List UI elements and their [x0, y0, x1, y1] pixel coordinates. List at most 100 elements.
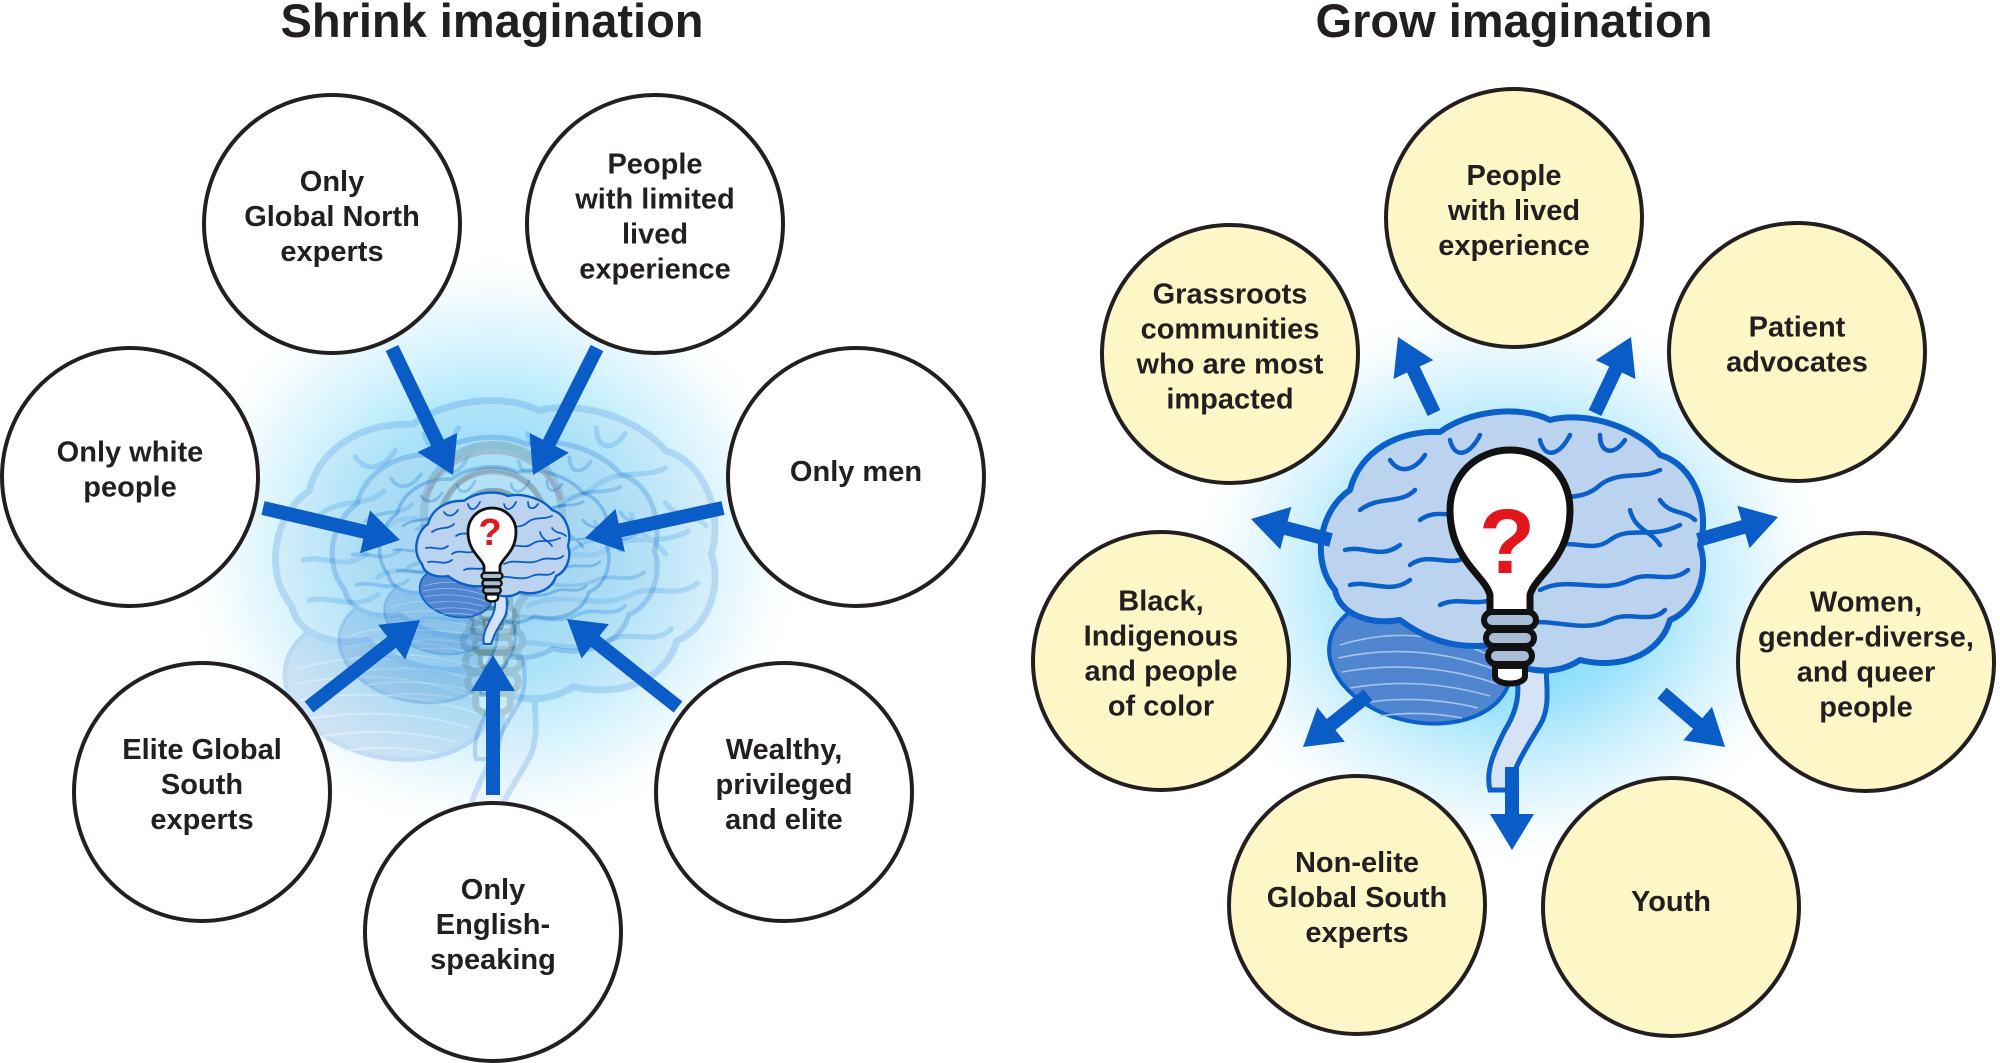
bubble-label-line: gender-diverse,	[1758, 622, 1974, 654]
bubble-circle	[1541, 776, 1801, 1038]
arrow-shaft	[616, 501, 725, 538]
arrow-icon	[567, 619, 683, 713]
bubble-label-line: experience	[1438, 230, 1590, 262]
arrow-head	[585, 508, 625, 552]
bubble-label-line: South	[161, 769, 243, 801]
grow-title: Grow imagination	[1316, 0, 1713, 47]
arrow-icon	[585, 501, 725, 552]
arrow-head	[471, 655, 515, 691]
bubble-label-line: and queer	[1797, 657, 1936, 689]
bubble-label-line: Patient	[1749, 312, 1846, 344]
arrow-shaft	[304, 635, 398, 713]
bubble-circle	[72, 661, 332, 923]
bubble-label-line: Elite Global	[122, 734, 282, 766]
bubble-label-line: Non-elite	[1295, 847, 1419, 879]
arrow-shaft	[1657, 687, 1704, 731]
bubble-label-line: experts	[1305, 917, 1408, 949]
shrink-title: Shrink imagination	[280, 0, 703, 47]
bubble-label-line: Women,	[1810, 587, 1922, 619]
arrow-shaft	[542, 344, 604, 448]
arrow-head	[378, 620, 420, 660]
arrow-shaft	[261, 501, 369, 540]
bubble-circle	[1384, 87, 1644, 349]
arrow-shaft	[1588, 364, 1623, 416]
brain-lightbulb-icon: ?	[413, 491, 571, 646]
bubble-label-line: Only white	[57, 437, 204, 469]
bubble-label-line: People	[607, 149, 702, 181]
bubble-label-line: with lived	[1447, 195, 1580, 227]
grow-bubble: Youth	[1541, 776, 1801, 1038]
arrow-head	[1303, 707, 1345, 747]
bubble-label-line: Only	[300, 166, 364, 198]
arrow-icon	[1657, 687, 1725, 747]
arrow-shaft	[1282, 520, 1333, 547]
shrink-bubble: Only men	[726, 346, 986, 608]
arrow-icon	[1393, 337, 1441, 416]
arrow-icon	[261, 501, 400, 554]
arrow-shaft	[589, 634, 683, 713]
bubble-circle	[1736, 531, 1996, 793]
brain-lightbulb-icon: ?	[1317, 411, 1703, 790]
arrow-head	[1595, 337, 1636, 379]
bubble-label-line: people	[83, 472, 176, 504]
arrow-icon	[1696, 505, 1778, 549]
arrow-icon	[1490, 767, 1534, 850]
arrow-icon	[1251, 506, 1333, 550]
bubble-circle	[726, 346, 986, 608]
arrow-icon	[471, 655, 515, 795]
bubble-circle	[1667, 221, 1927, 483]
bubble-label-line: privileged	[716, 769, 853, 801]
outward-arrows	[1251, 337, 1778, 850]
arrow-head	[1393, 337, 1434, 379]
arrow-icon	[1303, 689, 1373, 747]
bubble-label-line: people	[1819, 692, 1912, 724]
arrow-shaft	[1325, 689, 1373, 732]
arrow-shaft	[385, 344, 445, 448]
arrow-head	[567, 619, 609, 659]
arrow-head	[1251, 506, 1292, 550]
bubble-label-line: Only	[461, 874, 525, 906]
bubble-label-line: lived	[622, 219, 688, 251]
arrow-shaft	[1406, 364, 1441, 416]
inward-arrows	[261, 344, 725, 795]
arrow-shaft	[1696, 519, 1748, 547]
arrow-head	[417, 433, 458, 475]
bubble-label-line: People	[1466, 160, 1561, 192]
arrow-icon	[529, 344, 604, 475]
arrow-head	[359, 510, 400, 554]
bubble-label-line: Global North	[244, 201, 420, 233]
bubble-label-line: Wealthy,	[726, 734, 843, 766]
bubble-label-line: English-	[436, 909, 550, 941]
bubble-circle	[654, 661, 914, 923]
bubble-label: Youth	[1631, 886, 1711, 918]
bubble-circle	[1227, 774, 1487, 1036]
question-mark: ?	[1479, 491, 1535, 593]
bubble-label-line: experts	[280, 236, 383, 268]
bubble-label-line: communities	[1141, 314, 1320, 346]
bubble-circle	[363, 801, 623, 1063]
bubble-label-line: Global South	[1267, 882, 1447, 914]
bubble-label-line: Grassroots	[1153, 279, 1308, 311]
bubble-label-line: impacted	[1166, 384, 1293, 416]
bubble-label-line: speaking	[430, 944, 556, 976]
bubble-label-line: and elite	[725, 804, 843, 836]
